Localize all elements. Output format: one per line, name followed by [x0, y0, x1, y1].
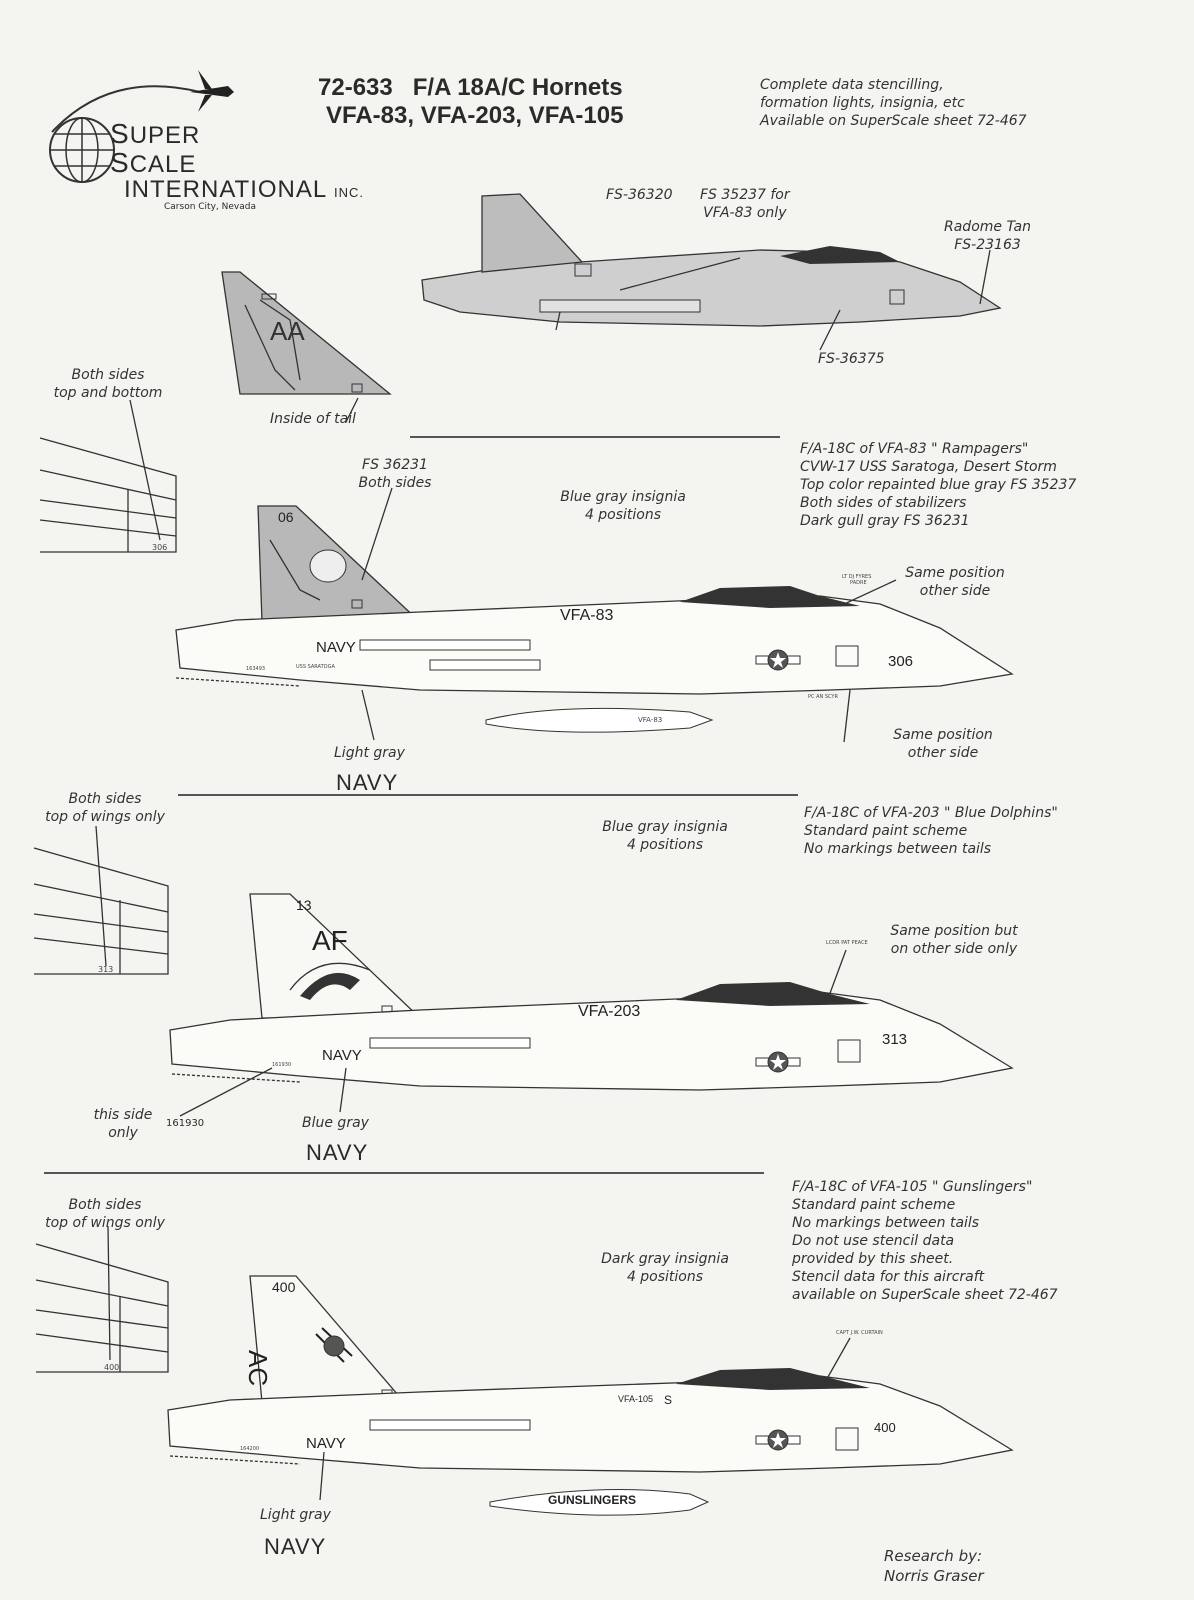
pilot-call-sign: PADRE — [850, 580, 867, 586]
logo-line2: SCALE — [110, 147, 197, 178]
nose-number: 306 — [888, 653, 913, 670]
tail-code: AF — [312, 925, 348, 956]
sheet-subtitle: VFA-83, VFA-203, VFA-105 — [326, 102, 624, 129]
wing-number: 400 — [104, 1363, 119, 1372]
divider-2 — [178, 794, 798, 796]
logo-line1: SUPER — [110, 118, 201, 149]
nose-stencil: PC AN SCYR — [808, 694, 838, 700]
aircraft-description: F/A-18C of VFA-203 " Blue Dolphins"Stand… — [804, 805, 1058, 857]
national-insignia — [755, 1051, 801, 1073]
divider-1 — [410, 436, 780, 438]
navy-marking: NAVY — [316, 639, 356, 656]
top-note: Complete data stencilling,formation ligh… — [760, 77, 1027, 129]
national-insignia — [755, 1429, 801, 1451]
navy-marking: NAVY — [322, 1047, 362, 1064]
navy-marking: NAVY — [306, 1435, 346, 1452]
pilot-name: LCDR PAT PEACE — [826, 940, 868, 946]
fs-36320-label: FS-36320 — [606, 187, 673, 203]
inside-tail-code: AA — [270, 316, 305, 346]
logo-line3: INTERNATIONAL INC. — [124, 176, 365, 203]
serial-marking: 163493 — [246, 666, 265, 672]
tank-marking: GUNSLINGERS — [548, 1493, 636, 1507]
logo-location: Carson City, Nevada — [164, 202, 256, 212]
inside-tail-label: Inside of tail — [270, 411, 356, 427]
wing-number: 306 — [152, 543, 167, 552]
squadron-marking: VFA-203 — [578, 1003, 640, 1020]
tail-number: 400 — [272, 1279, 296, 1295]
divider-3 — [44, 1172, 764, 1174]
nose-number: 313 — [882, 1031, 907, 1048]
pilot-name: LT DJ FYRES — [842, 574, 871, 580]
squadron-marking: VFA-105 — [618, 1394, 653, 1404]
research-credit: Research by: Norris Graser — [884, 1547, 984, 1585]
tail-number: 13 — [296, 897, 312, 913]
blue-gray-label: Blue gray — [302, 1115, 369, 1131]
light-gray-label: Light gray — [334, 745, 405, 761]
aircraft-description: F/A-18C of VFA-105 " Gunslingers"Standar… — [792, 1179, 1058, 1303]
aircraft-description: F/A-18C of VFA-83 " Rampagers"CVW-17 USS… — [800, 441, 1077, 529]
tail-code: AC — [243, 1350, 273, 1386]
navy-specimen: NAVY — [336, 770, 399, 795]
light-gray-label: Light gray — [260, 1507, 331, 1523]
ship-marking: USS SARATOGA — [296, 664, 335, 670]
fs-36375-label: FS-36375 — [818, 351, 885, 367]
serial-marking: 161930 — [272, 1062, 291, 1068]
wing-number: 313 — [98, 965, 113, 974]
tank-marking: VFA-83 — [638, 716, 662, 724]
squadron-marking: VFA-83 — [560, 607, 613, 624]
squadron-mark-s: S — [664, 1393, 672, 1407]
tail-number: 06 — [278, 509, 294, 525]
serial-specimen: 161930 — [166, 1118, 205, 1129]
serial-marking: 164200 — [240, 1446, 259, 1452]
national-insignia — [755, 649, 801, 671]
sheet-number-title: 72-633 F/A 18A/C Hornets — [318, 74, 623, 101]
pilot-name: CAPT J.W. CURTAIN — [836, 1330, 883, 1336]
navy-specimen: NAVY — [264, 1534, 327, 1559]
nose-number: 400 — [874, 1420, 896, 1435]
navy-specimen: NAVY — [306, 1140, 369, 1165]
